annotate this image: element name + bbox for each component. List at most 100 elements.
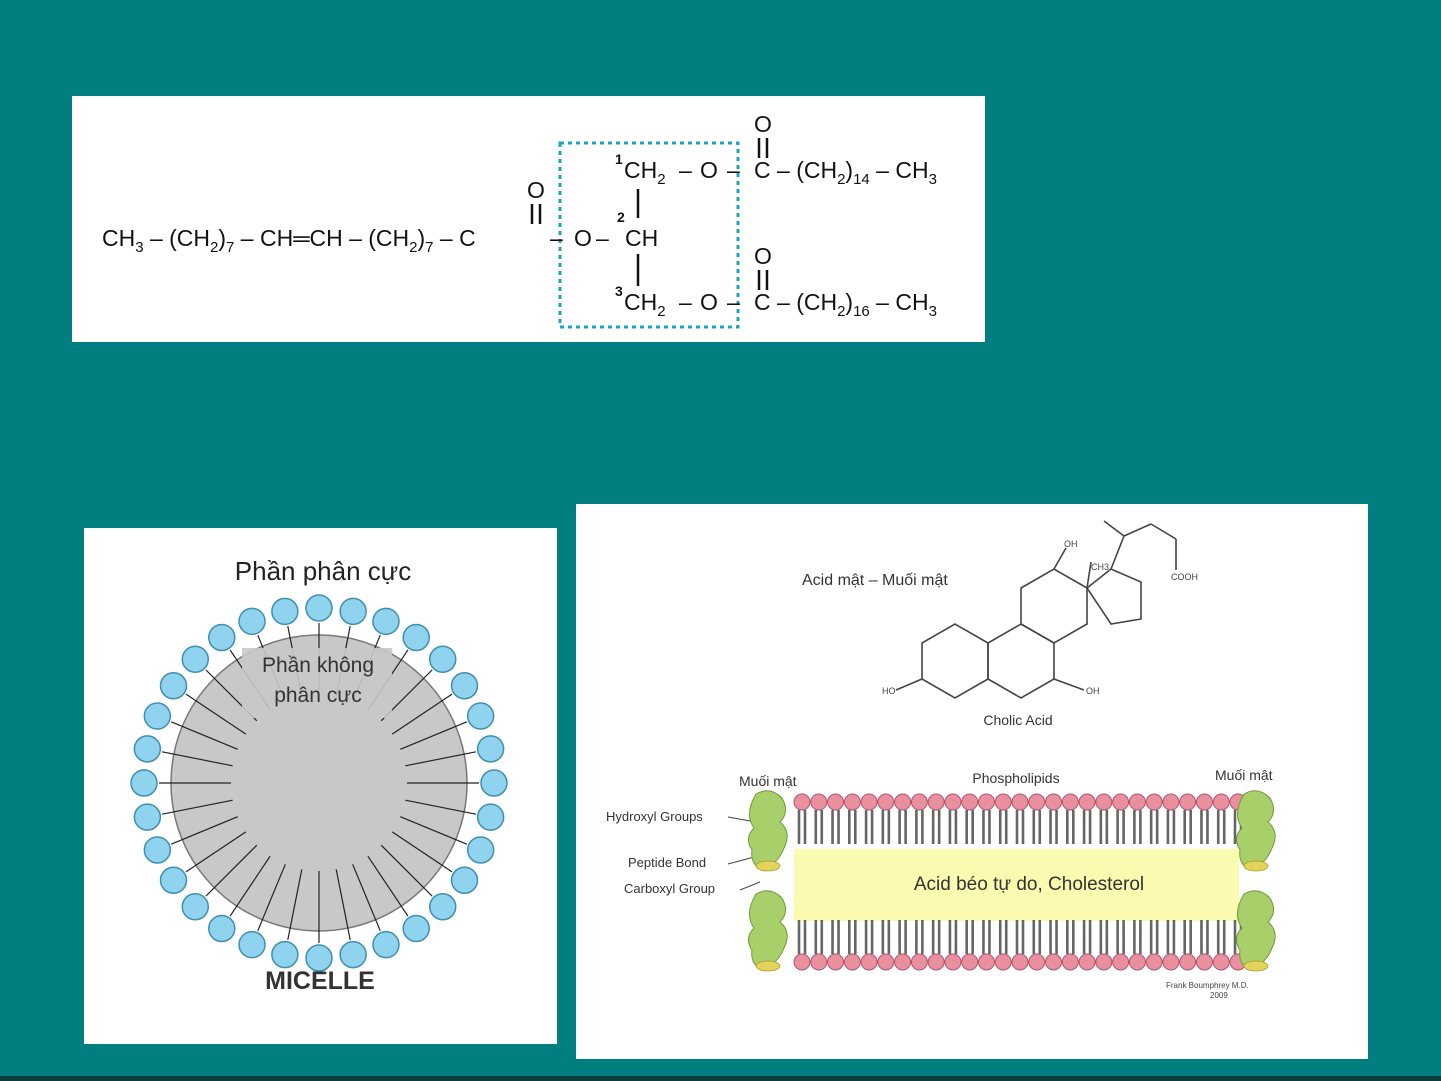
lipid-head	[1112, 793, 1130, 811]
ch-2: CH	[625, 225, 658, 251]
micelle-head	[372, 930, 400, 959]
bile-salt-molecule	[748, 790, 788, 871]
micelle-title: MICELLE	[265, 967, 375, 995]
carbonyl-o-1: O	[754, 111, 772, 137]
micelle-head	[271, 597, 299, 626]
peptide-label: Peptide Bond	[628, 855, 706, 870]
bile-salt-tail	[755, 860, 781, 872]
micelle-head	[466, 836, 495, 864]
phospholipids-label: Phospholipids	[972, 770, 1059, 786]
bile-salt-molecule	[1236, 890, 1276, 971]
carbonyl-o-2: O	[527, 177, 545, 203]
ester-o-1: O	[700, 157, 718, 183]
micelle-head	[133, 803, 162, 831]
ester-o-2: O	[574, 225, 592, 251]
lipid-head	[793, 953, 811, 971]
lipid-head	[1011, 793, 1029, 811]
micelle-tail	[352, 864, 381, 932]
micelle-tail	[405, 751, 477, 767]
lipid-head	[877, 953, 895, 971]
oh-7: OH	[1086, 686, 1100, 696]
position-3: 3	[615, 283, 623, 299]
micelle-head	[133, 735, 162, 763]
carbonyl-c-3: C	[754, 289, 771, 315]
ho-3: HO	[882, 686, 896, 696]
lipid-head	[910, 953, 928, 971]
position-2: 2	[617, 209, 625, 225]
micelle-head	[372, 607, 400, 636]
micelle-tail	[229, 855, 271, 917]
lipid-head	[1179, 953, 1197, 971]
micelle-head	[476, 803, 505, 831]
lipid-head	[1145, 793, 1163, 811]
position-1: 1	[615, 151, 623, 167]
carbonyl-c-1: C	[754, 157, 771, 183]
micelle-tail	[391, 693, 453, 735]
micelle-head	[402, 914, 430, 943]
micelle-tail	[257, 864, 286, 932]
credit-line1: Frank Boumphrey M.D.	[1166, 981, 1249, 990]
lipid-head	[1011, 953, 1029, 971]
micelle-tail	[335, 869, 351, 941]
micelle-head	[450, 672, 479, 700]
lipid-head	[843, 793, 861, 811]
lipid-head	[1061, 953, 1079, 971]
lipid-head	[894, 953, 912, 971]
micelle-tail	[287, 869, 303, 941]
center-label: Acid béo tự do, Cholesterol	[914, 874, 1144, 895]
lipid-head	[877, 793, 895, 811]
lipid-head	[910, 793, 928, 811]
lipid-head	[1179, 793, 1197, 811]
micelle-tail	[405, 799, 477, 815]
micelle-head	[143, 702, 172, 730]
lipid-head	[1095, 793, 1113, 811]
lipid-head	[977, 953, 995, 971]
lipid-head	[1095, 953, 1113, 971]
micelle-head	[476, 735, 505, 763]
muoi-mat-left: Muối mật	[739, 773, 797, 789]
muoi-mat-right: Muối mật	[1215, 767, 1273, 783]
micelle-tail	[161, 751, 233, 767]
nonpolar-label-line1: Phần không	[262, 654, 374, 677]
bile-salt-tail	[1243, 860, 1269, 872]
lipid-head	[961, 793, 979, 811]
micelle-head	[208, 623, 236, 652]
lipid-head	[843, 953, 861, 971]
lipid-head	[860, 953, 878, 971]
lipid-head	[944, 793, 962, 811]
micelle-head	[339, 940, 367, 969]
micelle-head	[143, 836, 172, 864]
micelle-heads	[130, 594, 508, 972]
micelle-diagram: Phần phân cực Phần không phân cực MICELL…	[130, 556, 508, 995]
lipid-head	[894, 793, 912, 811]
micelle-head	[480, 769, 508, 797]
micelle-head	[208, 914, 236, 943]
micelle-tail	[170, 816, 238, 845]
lipid-head	[1128, 953, 1146, 971]
svg-text:–: –	[727, 289, 740, 315]
bile-salts	[748, 790, 1276, 972]
lipid-head	[994, 953, 1012, 971]
micelle-head	[428, 645, 457, 674]
micelle-tail	[185, 693, 247, 735]
micelle-head	[181, 645, 210, 674]
carbonyl-o-3: O	[754, 243, 772, 269]
ch2-3: CH2	[624, 289, 666, 320]
micelle-tail	[380, 844, 433, 897]
cooh-label: COOH	[1171, 572, 1198, 582]
micelle-tail	[391, 831, 453, 873]
lipid-head	[827, 953, 845, 971]
micelle-head	[238, 930, 266, 959]
micelle-head	[466, 702, 495, 730]
micelle-tail	[400, 721, 468, 750]
lipid-head	[1078, 793, 1096, 811]
triglyceride-structure: CH3 – (CH2)7 – CH═CH – (CH2)7 – C O – O …	[102, 111, 937, 329]
lipid-head	[1078, 953, 1096, 971]
ch3-label: CH3	[1091, 562, 1109, 572]
micelle-head	[428, 892, 457, 921]
lipid-head	[1028, 953, 1046, 971]
carboxyl-label: Carboxyl Group	[624, 881, 715, 896]
micelle-head	[238, 607, 266, 636]
micelle-head	[181, 892, 210, 921]
micelle-tail	[185, 831, 247, 873]
